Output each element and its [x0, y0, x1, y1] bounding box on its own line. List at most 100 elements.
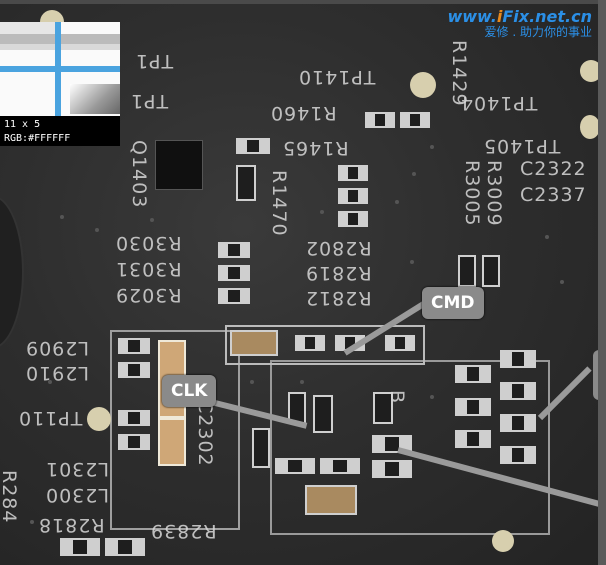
- smd-resistor: [218, 242, 250, 258]
- smd-resistor: [455, 430, 491, 448]
- label-r3009: R3009: [483, 160, 505, 227]
- smd-capacitor: [305, 485, 357, 515]
- smd-resistor: [385, 335, 415, 351]
- smd-resistor: [500, 446, 536, 464]
- test-pad: [580, 60, 602, 82]
- magnifier-panel: 11 x 5 RGB:#FFFFFF: [0, 22, 120, 146]
- smd-resistor: [218, 288, 250, 304]
- smd-resistor: [338, 165, 368, 181]
- via: [545, 235, 549, 239]
- smd-resistor: [373, 392, 393, 424]
- component-edge: [0, 195, 24, 349]
- magnifier-rgb: RGB:#FFFFFF: [4, 133, 71, 144]
- via: [300, 380, 304, 384]
- via: [48, 380, 52, 384]
- label-q1403: Q1403: [128, 140, 150, 209]
- smd-resistor: [482, 255, 500, 287]
- test-pad: [580, 115, 600, 139]
- magnifier-size: 11 x 5: [4, 119, 41, 130]
- label-c2322: C2322: [520, 158, 587, 180]
- smd-resistor: [338, 188, 368, 204]
- smd-resistor: [105, 538, 145, 556]
- smd-resistor: [455, 365, 491, 383]
- via: [410, 260, 414, 264]
- label-r2839: R2839: [150, 520, 217, 542]
- label-l2910: L2910: [25, 362, 89, 384]
- smd-resistor: [400, 112, 430, 128]
- right-border: [598, 0, 606, 565]
- smd-resistor: [60, 538, 100, 556]
- label-tp1404: TP1404: [460, 92, 538, 114]
- smd-resistor: [118, 410, 150, 426]
- tantalum-capacitor: [158, 418, 186, 466]
- label-r1470: R1470: [268, 170, 290, 237]
- smd-resistor: [218, 265, 250, 281]
- label-r2819: R2819: [305, 262, 372, 284]
- label-l2300: L2300: [45, 484, 109, 506]
- label-l2909: L2909: [25, 337, 89, 359]
- smd-resistor: [365, 112, 395, 128]
- silk-outline-ddr: [270, 360, 550, 535]
- label-r284: R284: [0, 470, 20, 524]
- label-l2301: L2301: [45, 458, 109, 480]
- test-pad: [492, 530, 514, 552]
- watermark-tagline: 爱修 . 助力你的事业: [484, 24, 592, 39]
- watermark-url: www.iFix.net.cn: [447, 7, 592, 26]
- silk-outline-main: [110, 330, 240, 530]
- smd-resistor: [236, 165, 256, 201]
- smd-resistor: [458, 255, 476, 287]
- test-pad: [87, 407, 111, 431]
- label-r2812: R2812: [305, 287, 372, 309]
- smd-resistor: [252, 428, 270, 468]
- label-tp1410: TP1410: [298, 66, 376, 88]
- via: [412, 172, 416, 176]
- label-r3005: R3005: [461, 160, 483, 227]
- transistor-q1403: [155, 140, 203, 190]
- label-tp110: TP110: [18, 407, 83, 429]
- test-pad: [410, 72, 436, 98]
- label-c2337: C2337: [520, 184, 587, 206]
- via: [60, 215, 64, 219]
- smd-capacitor: [230, 330, 278, 356]
- via: [30, 520, 34, 524]
- label-c2302: C2302: [194, 400, 216, 467]
- ifixit-watermark: www.iFix.net.cn 爱修 . 助力你的事业: [447, 8, 592, 39]
- smd-resistor: [118, 434, 150, 450]
- label-tp-top: TP1: [135, 50, 174, 72]
- via: [560, 280, 564, 284]
- via: [95, 228, 99, 232]
- label-r2818: R2818: [38, 514, 105, 536]
- smd-resistor: [338, 211, 368, 227]
- via: [395, 200, 399, 204]
- smd-resistor: [236, 138, 270, 154]
- smd-resistor: [455, 398, 491, 416]
- via: [430, 395, 434, 399]
- via: [430, 145, 434, 149]
- smd-resistor: [500, 382, 536, 400]
- smd-resistor: [313, 395, 333, 433]
- smd-resistor: [118, 362, 150, 378]
- smd-resistor: [372, 460, 412, 478]
- callout-clk: CLK: [162, 375, 217, 407]
- magnifier-preview: [0, 22, 120, 116]
- smd-resistor: [500, 350, 536, 368]
- label-r1460: R1460: [270, 102, 337, 124]
- via: [250, 380, 254, 384]
- smd-resistor: [275, 458, 315, 474]
- label-tp-top-2: TP1: [130, 90, 169, 112]
- label-tp1405: TP1405: [483, 135, 561, 157]
- via: [150, 218, 154, 222]
- smd-resistor: [295, 335, 325, 351]
- label-r3029: R3029: [115, 284, 182, 306]
- label-r2802: R2802: [305, 237, 372, 259]
- smd-resistor: [500, 414, 536, 432]
- smd-resistor: [118, 338, 150, 354]
- label-r1465: R1465: [282, 137, 349, 159]
- magnifier-readout: 11 x 5 RGB:#FFFFFF: [4, 118, 70, 146]
- label-r3031: R3031: [115, 258, 182, 280]
- callout-cmd: CMD: [422, 287, 484, 319]
- via: [320, 210, 324, 214]
- top-border: [0, 0, 606, 4]
- silk-outline-box: [225, 325, 425, 365]
